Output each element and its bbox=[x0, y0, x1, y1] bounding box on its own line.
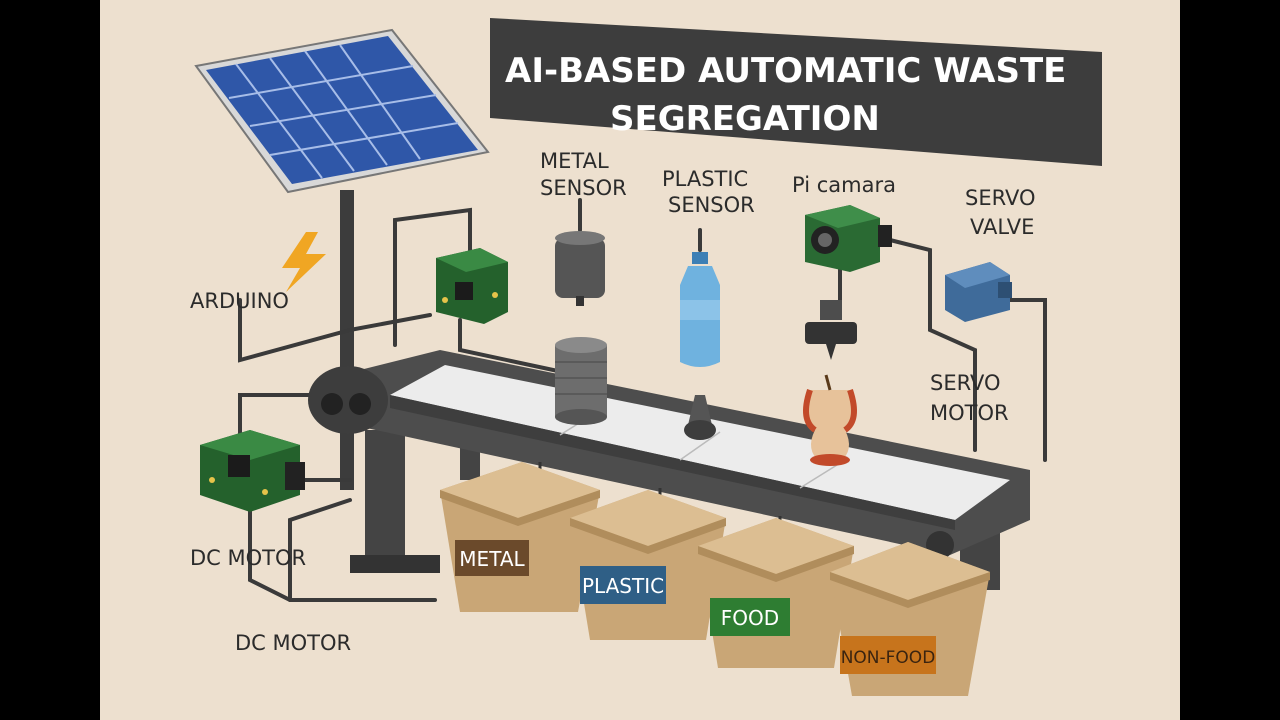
apple-core-icon bbox=[803, 374, 857, 466]
bin-label-food: FOOD bbox=[721, 606, 779, 630]
lightning-bolt-icon bbox=[282, 232, 326, 292]
label-pi-camera: Pi camara bbox=[792, 173, 896, 197]
arduino-board-icon bbox=[436, 248, 508, 324]
waste-bin-metal: METAL bbox=[440, 462, 600, 612]
pi-camera-icon bbox=[805, 205, 892, 272]
solar-panel-icon bbox=[194, 28, 490, 490]
wiring bbox=[238, 198, 1047, 602]
waste-bin-plastic: PLASTIC bbox=[570, 488, 726, 640]
bin-label-food-bg bbox=[710, 598, 790, 636]
label-servo-motor-2: MOTOR bbox=[930, 401, 1009, 425]
bin-label-metal-bg bbox=[455, 540, 529, 576]
title-line-2: SEGREGATION bbox=[610, 99, 880, 139]
conveyor-belt-icon bbox=[308, 350, 1030, 590]
plastic-bottle-icon bbox=[680, 252, 720, 367]
dc-motor-board-icon bbox=[200, 430, 305, 512]
waste-bin-non-food: NON-FOOD bbox=[830, 542, 990, 696]
bin-label-plastic: PLASTIC bbox=[582, 574, 664, 598]
plastic-sensor-nozzle bbox=[684, 395, 716, 440]
label-metal-sensor-2: SENSOR bbox=[540, 176, 627, 200]
servo-valve-icon bbox=[945, 262, 1012, 322]
bin-label-non-food-bg bbox=[840, 636, 936, 674]
bin-label-metal: METAL bbox=[459, 547, 525, 571]
label-plastic-sensor-2: SENSOR bbox=[668, 193, 755, 217]
label-plastic-sensor-1: PLASTIC bbox=[662, 167, 748, 191]
bins: METAL PLASTIC FOOD NON-FOOD bbox=[440, 462, 990, 696]
title-line-1: AI-BASED AUTOMATIC WASTE bbox=[505, 51, 1066, 91]
label-servo-valve-1: SERVO bbox=[965, 186, 1036, 210]
camera-mount bbox=[805, 300, 857, 360]
metal-sensor-icon bbox=[555, 231, 605, 306]
component-labels: ARDUINO METAL SENSOR PLASTIC SENSOR Pi c… bbox=[190, 149, 1036, 655]
waste-bin-food: FOOD bbox=[698, 516, 854, 668]
label-dc-motor-1: DC MOTOR bbox=[190, 546, 306, 570]
label-dc-motor-2: DC MOTOR bbox=[235, 631, 351, 655]
bin-label-non-food: NON-FOOD bbox=[841, 648, 936, 668]
tin-can-icon bbox=[555, 337, 607, 425]
label-servo-motor-1: SERVO bbox=[930, 371, 1001, 395]
label-arduino: ARDUINO bbox=[190, 289, 289, 313]
bin-label-plastic-bg bbox=[580, 566, 666, 604]
label-servo-valve-2: VALVE bbox=[970, 215, 1034, 239]
title-banner: AI-BASED AUTOMATIC WASTE SEGREGATION bbox=[490, 18, 1102, 166]
label-metal-sensor-1: METAL bbox=[540, 149, 609, 173]
